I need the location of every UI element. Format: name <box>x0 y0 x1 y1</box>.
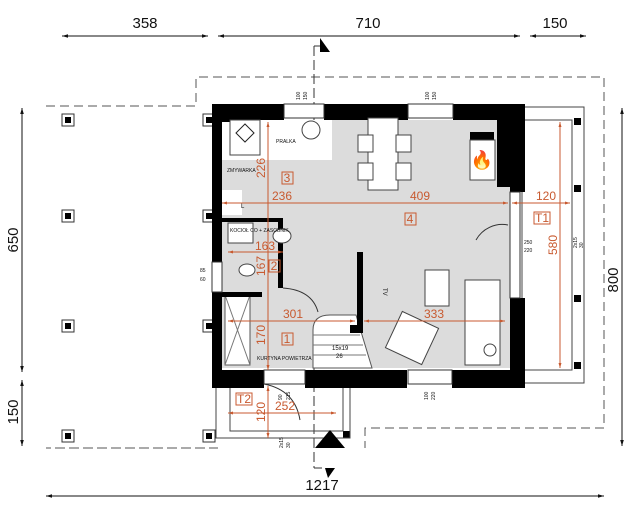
dim-t1-width: 120 <box>536 189 556 203</box>
window-bottom-height: 220 <box>431 391 437 400</box>
dim-left-lower: 150 <box>5 399 22 424</box>
dim-room-3-width: 236 <box>272 189 292 203</box>
windows <box>211 103 521 385</box>
dim-left-upper: 650 <box>5 227 22 252</box>
window-top-right-width: 100 <box>425 91 431 100</box>
dim-bottom: 1217 <box>305 477 338 494</box>
dim-top-middle: 710 <box>355 15 380 32</box>
dim-room-3-height: 226 <box>254 158 268 178</box>
dishwasher-label: ZMYWARKA <box>227 168 256 174</box>
dim-top-left: 358 <box>132 15 157 32</box>
dim-room-2-width: 163 <box>255 239 275 253</box>
dim-living-width: 333 <box>424 307 444 321</box>
step-t1-rise: 2x15 <box>573 237 579 248</box>
washer-label: PRALKA <box>276 139 296 145</box>
tv-label: TV <box>381 288 387 296</box>
stairs-tread-label: 26 <box>336 354 343 360</box>
dim-top-right: 150 <box>542 15 567 32</box>
dim-room-1-height: 170 <box>254 325 268 345</box>
door-entry-height: 215 <box>286 391 292 400</box>
roof-outline <box>46 76 605 449</box>
terrace-t1-tag: T1 <box>535 211 549 225</box>
dim-room-1-width: 301 <box>283 307 303 321</box>
door-terrace-height: 220 <box>524 248 533 254</box>
fridge-label: L <box>241 204 245 210</box>
dim-room-2-height: 167 <box>254 256 268 276</box>
terrace-t1 <box>521 106 585 384</box>
overall-dimensions <box>20 34 624 498</box>
window-top-left-height: 150 <box>303 91 309 100</box>
boiler-label: KOCIOŁ CO + ZASOBNIK <box>230 228 289 234</box>
entrance-arrow-icon <box>315 430 345 448</box>
air-curtain-label: KURTYNA POWIETRZA <box>257 356 312 362</box>
stairs-label: 15x19 <box>332 346 349 352</box>
room-dimensions <box>222 122 570 438</box>
window-top-right-height: 150 <box>432 91 438 100</box>
terrace-t2-tag: T2 <box>237 392 251 406</box>
dim-t2-height: 120 <box>254 402 268 422</box>
dim-t2-width: 252 <box>275 399 295 413</box>
room-4-tag: 4 <box>407 212 414 226</box>
door-swings <box>263 223 509 421</box>
floor-area <box>222 120 512 368</box>
step-t1-tread: 30 <box>579 242 585 248</box>
window-bottom-width: 100 <box>424 391 430 400</box>
furniture <box>227 117 501 366</box>
window-wc-height: 60 <box>200 277 206 283</box>
door-entry-width: 90 <box>278 394 284 400</box>
room-1-tag: 1 <box>284 332 291 346</box>
window-top-left-width: 100 <box>296 91 302 100</box>
room-2-tag: 2 <box>271 259 278 273</box>
step-t2-rise: 2x15 <box>279 437 285 448</box>
room-tags <box>235 171 551 406</box>
dim-room-4-width: 409 <box>410 189 430 203</box>
dim-t1-height: 580 <box>546 235 560 255</box>
fireplace-icon: 🔥 <box>471 149 493 170</box>
door-terrace-width: 250 <box>524 240 533 246</box>
dim-right: 800 <box>605 267 622 292</box>
room-3-tag: 3 <box>284 171 291 185</box>
step-t2-tread: 30 <box>286 442 292 448</box>
posts <box>61 113 581 443</box>
stove-icon <box>235 123 255 143</box>
window-wc-width: 85 <box>200 268 206 274</box>
